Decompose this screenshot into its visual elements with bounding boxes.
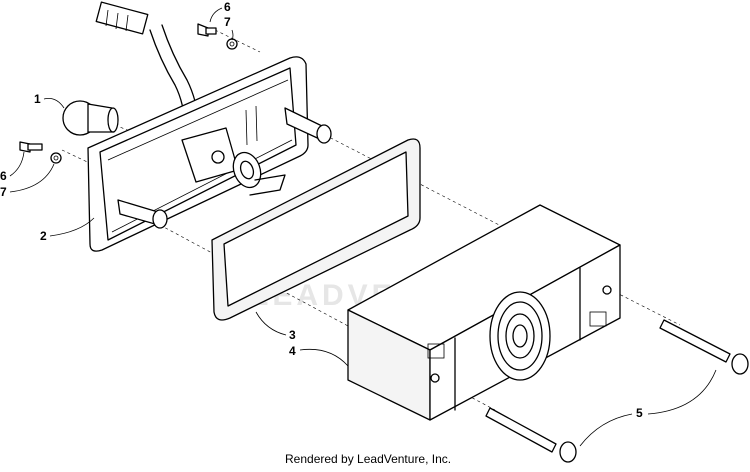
lamp-body <box>347 204 621 421</box>
bulb <box>62 100 119 136</box>
housing-bracket <box>87 56 332 252</box>
callout-7-top: 7 <box>224 15 231 29</box>
callout-7-left: 7 <box>0 185 7 199</box>
explosion-lines <box>61 29 681 411</box>
callout-6-left: 6 <box>0 169 7 183</box>
callout-3: 3 <box>289 328 296 342</box>
footer-credit: Rendered by LeadVenture, Inc. <box>285 452 451 466</box>
screw-left <box>19 141 62 164</box>
long-screws <box>485 319 749 463</box>
gasket <box>211 138 421 321</box>
callout-5: 5 <box>636 406 643 420</box>
callout-2: 2 <box>40 229 47 243</box>
screw-top <box>197 23 238 50</box>
callout-1: 1 <box>34 92 41 106</box>
callout-4: 4 <box>289 344 296 358</box>
callouts: 1 2 3 4 5 6 7 6 7 <box>0 0 717 447</box>
wire-connector <box>95 1 149 35</box>
callout-6-top: 6 <box>224 0 231 14</box>
